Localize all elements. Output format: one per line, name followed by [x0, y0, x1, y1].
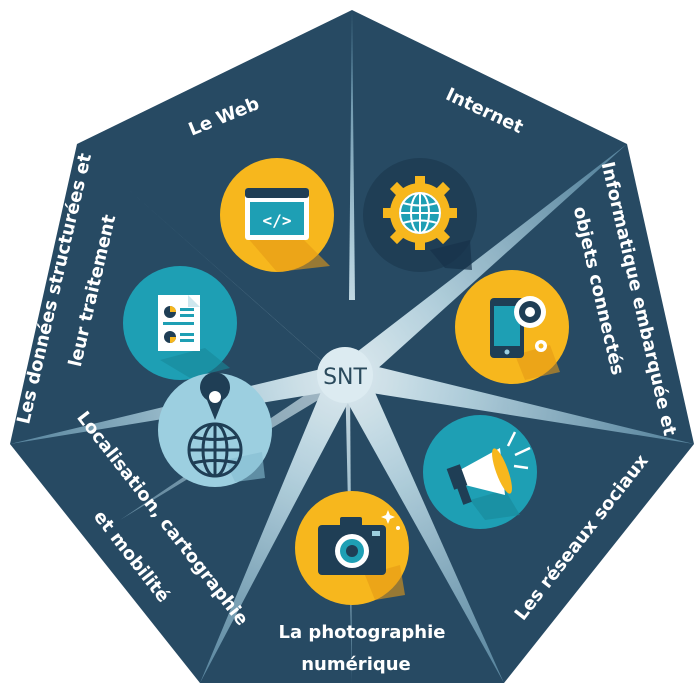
star-ray	[335, 370, 504, 683]
megaphone-icon	[446, 431, 531, 505]
center-label: SNT	[323, 365, 367, 390]
theme-embedded[interactable]	[455, 270, 569, 384]
globe-gear-icon	[383, 176, 457, 250]
star-ray	[200, 370, 360, 683]
theme-data[interactable]	[123, 266, 237, 380]
theme-photo[interactable]	[295, 491, 409, 605]
star-ray	[77, 144, 355, 390]
document-chart-icon	[158, 295, 200, 351]
center-disk	[317, 347, 373, 403]
code-window-icon: </>	[245, 188, 309, 240]
theme-social[interactable]	[423, 415, 537, 529]
camera-icon	[318, 510, 400, 575]
theme-internet[interactable]	[363, 158, 477, 272]
theme-location[interactable]	[158, 372, 272, 487]
globe-pin-icon	[187, 372, 243, 478]
heptagon-background	[10, 10, 694, 683]
label-line: numérique	[301, 654, 411, 675]
star-ray	[340, 144, 627, 380]
star-ray	[349, 10, 355, 300]
star-ray	[340, 362, 694, 444]
svg-text:</>: </>	[263, 211, 292, 230]
label-line: La photographie	[279, 622, 446, 643]
theme-label-photo: La photographie numérique	[279, 622, 446, 675]
smartphone-gears-icon	[490, 296, 547, 358]
theme-web[interactable]: </>	[220, 158, 334, 272]
